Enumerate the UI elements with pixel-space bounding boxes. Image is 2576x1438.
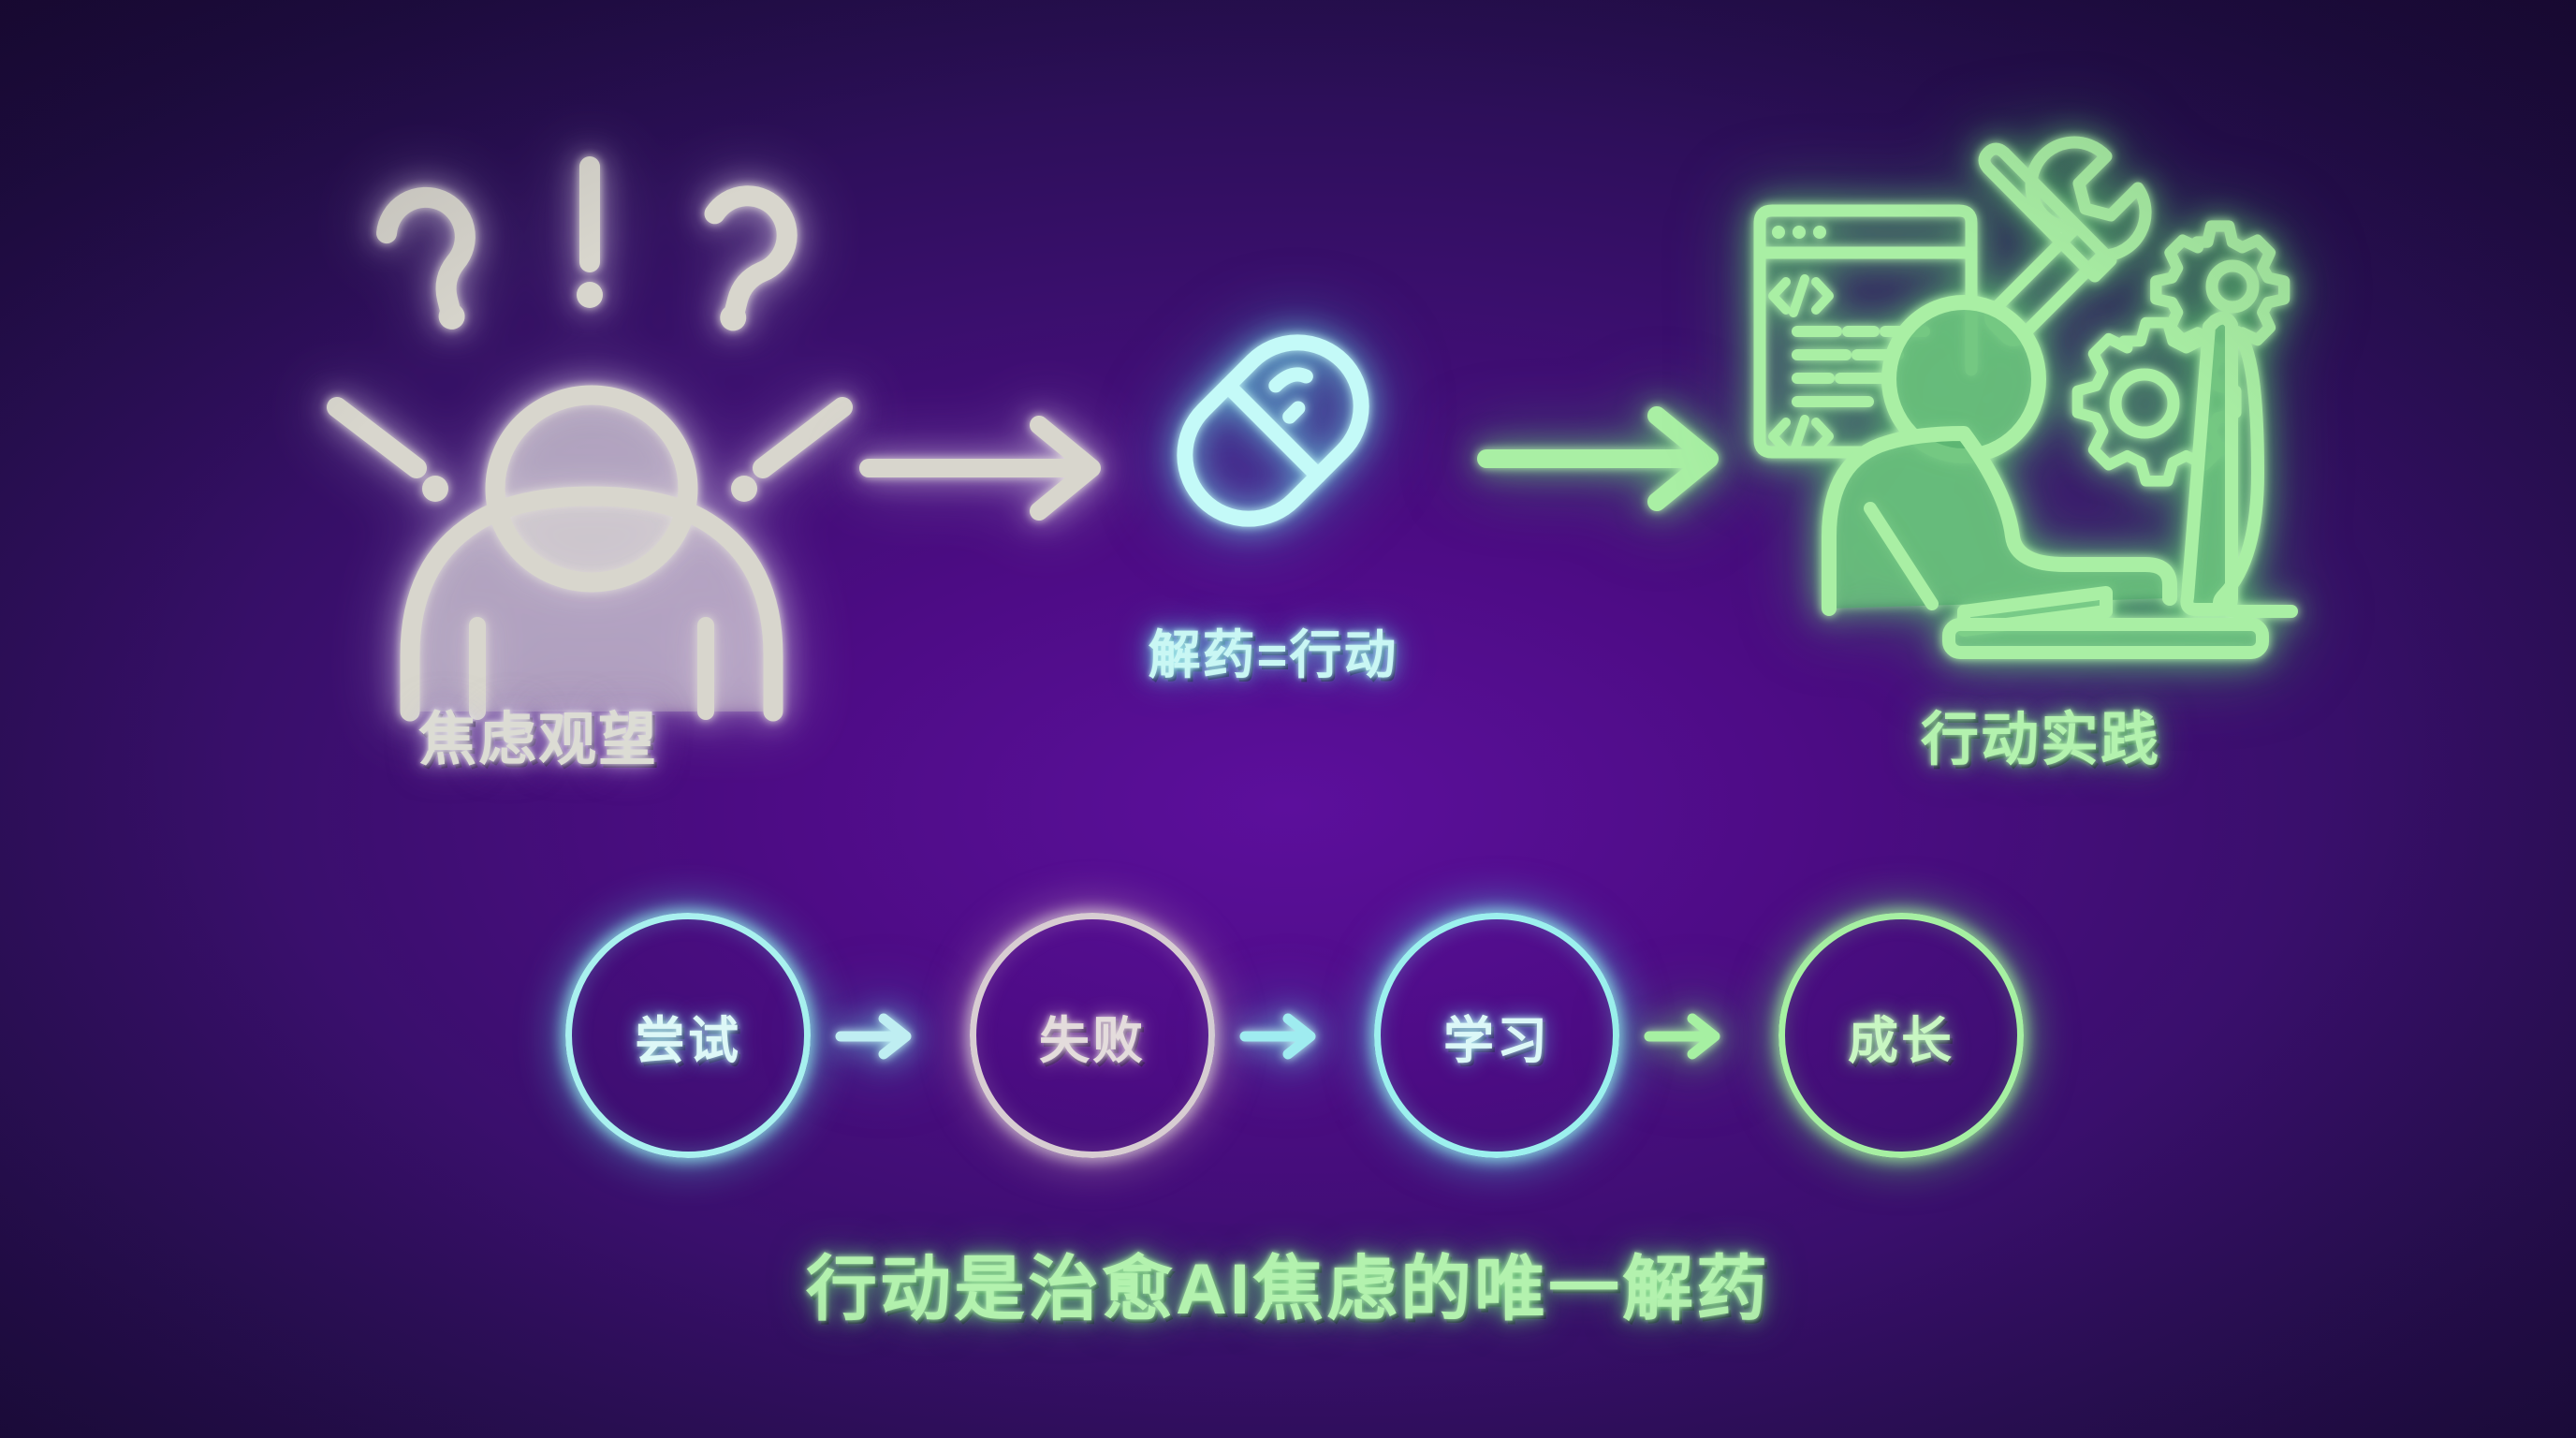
code-window (1753, 204, 1978, 459)
cycle-node-try[interactable]: 尝试 (565, 913, 811, 1158)
exclamation-mark (577, 156, 603, 308)
spark-dash-left (327, 397, 448, 502)
keyboard (1942, 586, 2269, 659)
cycle-node-fail[interactable]: 失败 (970, 913, 1215, 1158)
anxious-person-icon (327, 131, 853, 722)
coding-person-icon (1732, 98, 2340, 707)
cycle-arrow-2 (1239, 1013, 1322, 1060)
cycle-node-grow[interactable]: 成长 (1778, 913, 2024, 1158)
cycle-node-try-label: 尝试 (635, 1012, 741, 1069)
cycle-node-grow-label: 成长 (1848, 1012, 1954, 1069)
pill-capsule-icon (1123, 300, 1423, 562)
cycle-node-fail-label: 失败 (1039, 1012, 1146, 1069)
arrow-antidote-to-practice (1470, 403, 1741, 515)
person-at-desk (1822, 295, 2177, 616)
gear-large (2071, 316, 2242, 487)
question-mark-right (704, 185, 798, 331)
monitor (2180, 311, 2298, 618)
cycle-node-learn-label: 学习 (1443, 1012, 1550, 1069)
question-mark-left (376, 186, 476, 330)
spark-dash-right (731, 397, 853, 502)
cycle-arrow-3 (1644, 1013, 1726, 1060)
cycle-node-learn[interactable]: 学习 (1374, 913, 1619, 1158)
stage-label-anxious: 焦虑观望 (417, 708, 658, 772)
cycle-arrow-1 (835, 1013, 917, 1060)
stage-label-practice: 行动实践 (1920, 708, 2160, 772)
person-body (400, 486, 783, 722)
tagline: 行动是治愈AI焦虑的唯一解药 (806, 1250, 1770, 1329)
stage-label-antidote: 解药=行动 (1148, 625, 1398, 684)
arrow-anxious-to-antidote (852, 412, 1123, 524)
